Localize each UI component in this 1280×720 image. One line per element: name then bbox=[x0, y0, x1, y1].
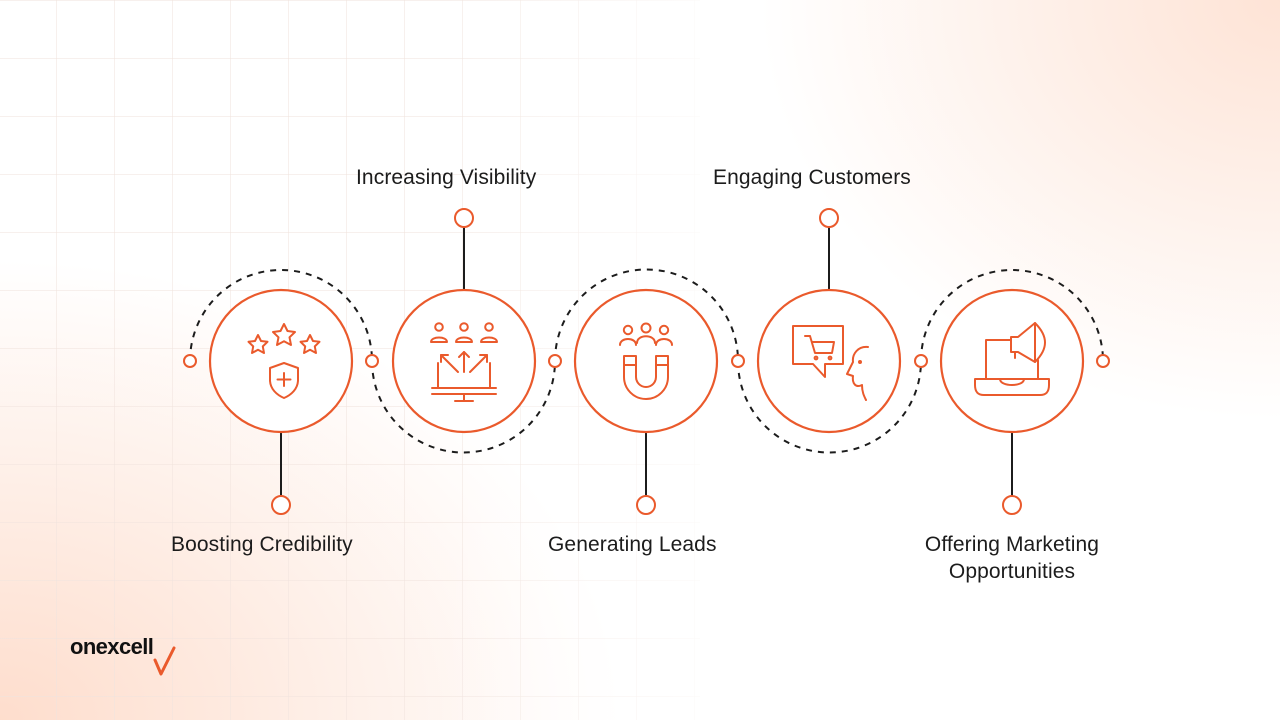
stars-shield-icon bbox=[247, 323, 321, 399]
step-label-increasing-visibility: Increasing Visibility bbox=[356, 166, 537, 189]
dashed-arc-2 bbox=[371, 360, 556, 454]
stem-end-2 bbox=[454, 208, 474, 228]
laptop-megaphone-icon bbox=[974, 322, 1050, 396]
dashed-arc-5 bbox=[920, 269, 1104, 362]
junction-dot-6 bbox=[1096, 354, 1110, 368]
brand-check-icon bbox=[153, 646, 176, 676]
stem-end-4 bbox=[819, 208, 839, 228]
junction-dot-2 bbox=[365, 354, 379, 368]
step-circle-3 bbox=[573, 288, 719, 434]
stem-end-5 bbox=[1002, 495, 1022, 515]
magnet-people-icon bbox=[619, 322, 673, 400]
brand-logo-text: onexcell bbox=[70, 634, 154, 659]
junction-dot-5 bbox=[914, 354, 928, 368]
junction-dot-4 bbox=[731, 354, 745, 368]
step-circle-5 bbox=[939, 288, 1085, 434]
dashed-arc-4 bbox=[737, 360, 922, 454]
dashed-arc-3 bbox=[554, 268, 739, 362]
step-label-engaging-customers: Engaging Customers bbox=[713, 166, 911, 189]
dashed-arc-1 bbox=[189, 269, 373, 362]
stem-end-3 bbox=[636, 495, 656, 515]
stem-end-1 bbox=[271, 495, 291, 515]
step-label-offering-marketing-opportunities: Offering Marketing Opportunities bbox=[924, 533, 1100, 583]
junction-dot-3 bbox=[548, 354, 562, 368]
step-circle-1 bbox=[208, 288, 354, 434]
chat-cart-face-icon bbox=[792, 325, 869, 401]
step-label-boosting-credibility: Boosting Credibility bbox=[171, 533, 353, 556]
step-label-generating-leads: Generating Leads bbox=[548, 533, 717, 556]
monitor-audience-icon bbox=[430, 322, 498, 402]
junction-dot-1 bbox=[183, 354, 197, 368]
step-circle-4 bbox=[756, 288, 902, 434]
